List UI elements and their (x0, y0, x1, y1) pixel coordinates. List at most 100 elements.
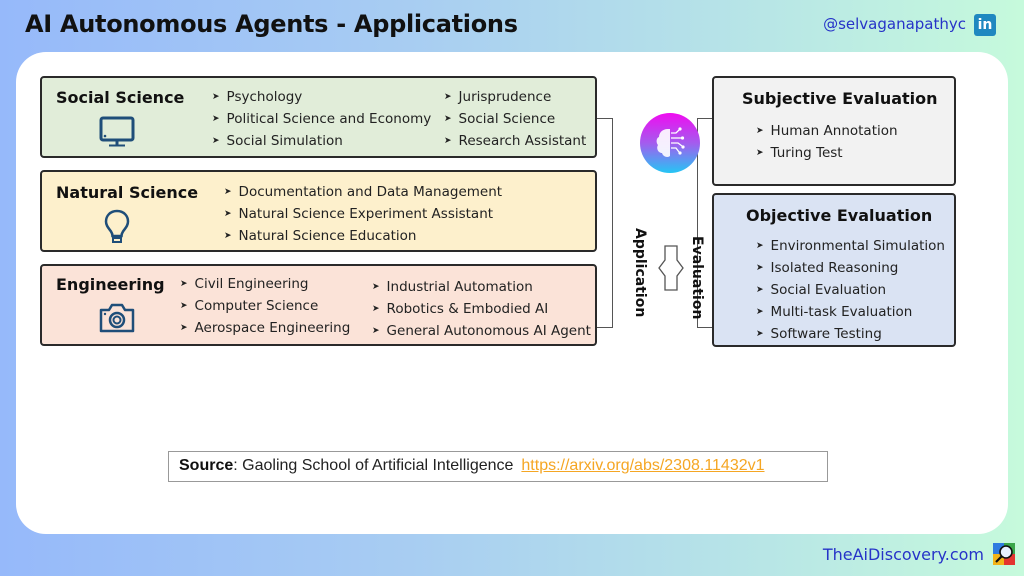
bullet-arrow-icon: ➤ (180, 301, 188, 311)
list-item-label: General Autonomous AI Agent (386, 323, 591, 339)
evaluation-list: ➤ Human Annotation ➤ Turing Test (756, 120, 898, 164)
monitor-icon (99, 116, 135, 147)
domain-list-col2: ➤ Jurisprudence ➤ Social Science ➤ Research… (444, 86, 586, 152)
list-item-label: Social Science (458, 111, 556, 127)
list-item-label: Software Testing (770, 326, 882, 342)
list-item: ➤ Environmental Simulation (756, 235, 945, 257)
source-text: : Gaoling School of Artificial Intellige… (233, 457, 514, 474)
list-item: ➤ Political Science and Economy (212, 108, 431, 130)
domain-social-science: Social Science ➤ Psychology ➤ Political Sc… (40, 76, 597, 158)
page-title: AI Autonomous Agents - Applications (25, 10, 518, 38)
domain-list-col1: ➤ Documentation and Data Management ➤ Natu… (224, 181, 502, 247)
list-item: ➤ Social Evaluation (756, 279, 945, 301)
bullet-arrow-icon: ➤ (756, 307, 764, 317)
domain-heading: Natural Science (56, 183, 199, 202)
bullet-arrow-icon: ➤ (444, 136, 452, 146)
domain-engineering: Engineering ➤ Civil Engineering ➤ Computer… (40, 264, 597, 346)
list-item: ➤ Robotics & Embodied AI (372, 298, 591, 320)
list-item-label: Isolated Reasoning (770, 260, 899, 276)
evaluation-heading: Subjective Evaluation (742, 89, 938, 108)
bullet-arrow-icon: ➤ (372, 282, 380, 292)
source-label: Source (179, 457, 234, 474)
list-item: ➤ Multi-task Evaluation (756, 301, 945, 323)
bullet-arrow-icon: ➤ (180, 323, 188, 333)
list-item-label: Industrial Automation (386, 279, 533, 295)
list-item: ➤ Documentation and Data Management (224, 181, 502, 203)
list-item: ➤ Software Testing (756, 323, 945, 345)
list-item-label: Environmental Simulation (770, 238, 945, 254)
application-label: Application (632, 228, 648, 318)
list-item-label: Research Assistant (458, 133, 587, 149)
bullet-arrow-icon: ➤ (756, 285, 764, 295)
domain-list-col2: ➤ Industrial Automation ➤ Robotics & Embod… (372, 276, 591, 342)
objective-evaluation-box: Objective Evaluation ➤ Environmental Simu… (712, 193, 956, 347)
list-item: ➤ Natural Science Experiment Assistant (224, 203, 502, 225)
list-item: ➤ Jurisprudence (444, 86, 586, 108)
list-item-label: Social Evaluation (770, 282, 887, 298)
list-item: ➤ Turing Test (756, 142, 898, 164)
list-item-label: Jurisprudence (458, 89, 552, 105)
list-item: ➤ Isolated Reasoning (756, 257, 945, 279)
list-item: ➤ Civil Engineering (180, 273, 350, 295)
source-link[interactable]: https://arxiv.org/abs/2308.11432v1 (521, 457, 765, 474)
site-name[interactable]: TheAiDiscovery.com (822, 545, 984, 564)
domain-heading: Social Science (56, 88, 185, 107)
list-item: ➤Aerospace Engineering (180, 317, 350, 339)
source-citation: Source: Gaoling School of Artificial Int… (168, 451, 828, 482)
bullet-arrow-icon: ➤ (444, 114, 452, 124)
domain-list-col1: ➤ Civil Engineering ➤ Computer Science ➤Ae… (180, 273, 350, 339)
list-item-label: Turing Test (770, 145, 843, 161)
lightbulb-icon (104, 209, 130, 243)
subjective-evaluation-box: Subjective Evaluation ➤ Human Annotation … (712, 76, 956, 186)
list-item: ➤ General Autonomous AI Agent (372, 320, 591, 342)
site-logo-icon (993, 543, 1015, 565)
bullet-arrow-icon: ➤ (372, 304, 380, 314)
list-item: ➤ Natural Science Education (224, 225, 502, 247)
list-item-label: Social Simulation (226, 133, 343, 149)
list-item: ➤ Social Science (444, 108, 586, 130)
bullet-arrow-icon: ➤ (224, 187, 232, 197)
author-handle[interactable]: @selvaganapathyc (823, 15, 966, 33)
brain-circuit-icon (656, 127, 685, 157)
evaluation-list: ➤ Environmental Simulation ➤ Isolated Reas… (756, 235, 945, 345)
bullet-arrow-icon: ➤ (212, 114, 220, 124)
bullet-arrow-icon: ➤ (756, 263, 764, 273)
list-item-label: Human Annotation (770, 123, 898, 139)
evaluation-bracket (697, 118, 713, 328)
bullet-arrow-icon: ➤ (224, 231, 232, 241)
ai-brain-icon (640, 113, 700, 173)
camera-icon (99, 303, 135, 333)
list-item-label: Computer Science (194, 298, 319, 314)
evaluation-heading: Objective Evaluation (746, 206, 933, 225)
list-item-label: Natural Science Experiment Assistant (238, 206, 494, 222)
bullet-arrow-icon: ➤ (212, 136, 220, 146)
domain-heading: Engineering (56, 275, 165, 294)
list-item-label: Natural Science Education (238, 228, 417, 244)
list-item: ➤ Computer Science (180, 295, 350, 317)
bullet-arrow-icon: ➤ (756, 329, 764, 339)
domain-natural-science: Natural Science ➤ Documentation and Data … (40, 170, 597, 252)
bullet-arrow-icon: ➤ (756, 241, 764, 251)
list-item: ➤ Research Assistant (444, 130, 586, 152)
list-item-label: Political Science and Economy (226, 111, 432, 127)
linkedin-icon[interactable]: in (974, 14, 996, 36)
bullet-arrow-icon: ➤ (444, 92, 452, 102)
bullet-arrow-icon: ➤ (224, 209, 232, 219)
list-item-label: Multi-task Evaluation (770, 304, 913, 320)
list-item: ➤ Psychology (212, 86, 431, 108)
list-item-label: Documentation and Data Management (238, 184, 503, 200)
list-item: ➤ Industrial Automation (372, 276, 591, 298)
bidirectional-arrow-icon (658, 245, 684, 291)
application-bracket (597, 118, 613, 328)
bullet-arrow-icon: ➤ (212, 92, 220, 102)
bullet-arrow-icon: ➤ (756, 126, 764, 136)
bullet-arrow-icon: ➤ (372, 326, 380, 336)
bullet-arrow-icon: ➤ (756, 148, 764, 158)
evaluation-label: Evaluation (689, 236, 705, 320)
list-item: ➤ Social Simulation (212, 130, 431, 152)
list-item-label: Civil Engineering (194, 276, 309, 292)
list-item-label: Robotics & Embodied AI (386, 301, 549, 317)
bullet-arrow-icon: ➤ (180, 279, 188, 289)
domain-list-col1: ➤ Psychology ➤ Political Science and Econo… (212, 86, 431, 152)
list-item-label: Psychology (226, 89, 303, 105)
